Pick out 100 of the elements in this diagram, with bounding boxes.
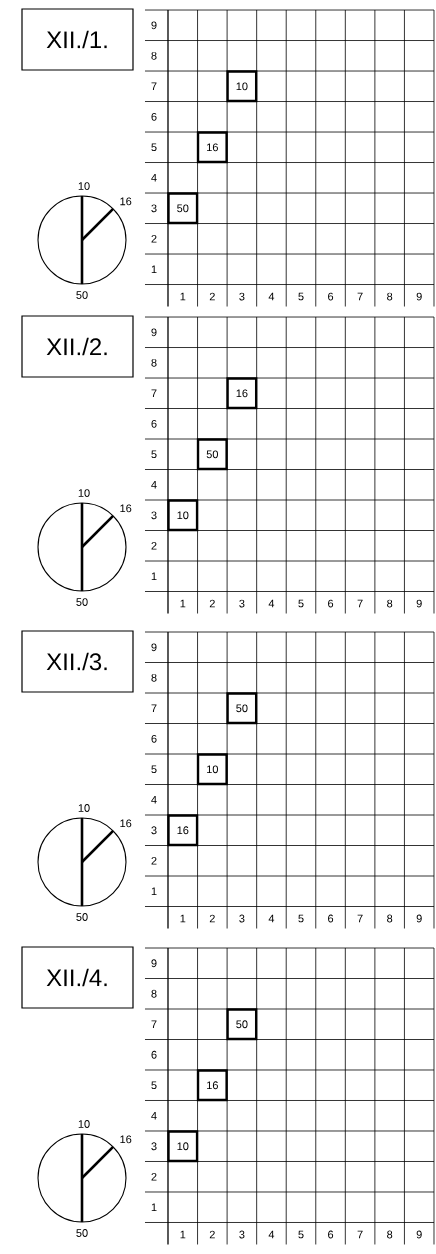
number-box: 16 (196, 131, 228, 164)
column-number: 2 (209, 599, 215, 608)
column-number: 8 (387, 599, 393, 608)
column-number: 2 (209, 914, 215, 923)
circle-label: 10 (78, 489, 90, 497)
title-box: XII./4. (21, 946, 134, 1009)
column-number: 2 (209, 292, 215, 301)
row-number: 6 (151, 734, 157, 743)
title-box: XII./1. (21, 8, 134, 71)
column-number: 4 (268, 914, 275, 923)
column-number: 3 (239, 599, 245, 608)
number-box: 50 (226, 692, 258, 725)
row-number: 8 (151, 358, 157, 367)
row-number: 2 (151, 856, 157, 865)
row-number: 8 (151, 989, 157, 998)
row-number: 8 (151, 673, 157, 682)
number-box: 16 (226, 377, 258, 410)
circle-label: 10 (78, 1120, 90, 1128)
circle-label: 10 (78, 804, 90, 812)
circle-label: 50 (76, 913, 88, 921)
column-number: 8 (387, 292, 393, 301)
column-number: 5 (298, 599, 304, 608)
column-number: 1 (180, 599, 186, 608)
number-box: 10 (226, 70, 258, 103)
number-box: 10 (167, 499, 199, 532)
title-box: XII./3. (21, 630, 134, 693)
row-number: 7 (151, 389, 157, 398)
column-number: 6 (328, 599, 334, 608)
row-number: 8 (151, 51, 157, 60)
circle-label: 50 (76, 598, 88, 606)
column-number: 7 (357, 914, 363, 923)
circle-label: 16 (120, 504, 132, 513)
row-number: 3 (151, 511, 157, 520)
number-box: 10 (196, 753, 228, 786)
column-number: 3 (239, 914, 245, 923)
row-number: 1 (151, 1203, 157, 1212)
column-number: 1 (180, 292, 186, 301)
number-box: 50 (196, 438, 228, 471)
circle-label: 16 (120, 197, 132, 206)
column-number: 7 (357, 599, 363, 608)
row-number: 2 (151, 541, 157, 550)
column-number: 1 (180, 1230, 186, 1239)
row-number: 4 (151, 481, 157, 489)
circle-label: 16 (120, 1135, 132, 1144)
row-number: 5 (151, 765, 157, 774)
row-number: 7 (151, 1020, 157, 1029)
number-box: 16 (167, 814, 199, 847)
column-number: 9 (416, 599, 422, 608)
column-number: 5 (298, 914, 304, 923)
row-number: 1 (151, 887, 157, 896)
title-box: XII./2. (21, 315, 134, 378)
circle-label: 10 (78, 182, 90, 190)
column-number: 9 (416, 914, 422, 923)
column-number: 4 (268, 292, 275, 301)
number-box: 10 (167, 1130, 199, 1163)
row-number: 6 (151, 419, 157, 428)
row-number: 1 (151, 265, 157, 274)
column-number: 8 (387, 914, 393, 923)
row-number: 6 (151, 112, 157, 121)
number-box: 50 (226, 1008, 258, 1041)
row-number: 3 (151, 1142, 157, 1151)
row-number: 9 (151, 328, 157, 337)
row-number: 9 (151, 21, 157, 30)
row-number: 7 (151, 704, 157, 713)
row-number: 5 (151, 143, 157, 152)
column-number: 9 (416, 292, 422, 301)
row-number: 5 (151, 1081, 157, 1090)
row-number: 9 (151, 959, 157, 968)
row-number: 6 (151, 1050, 157, 1059)
column-number: 7 (357, 1230, 363, 1239)
column-number: 1 (180, 914, 186, 923)
row-number: 5 (151, 450, 157, 459)
column-number: 9 (416, 1230, 422, 1239)
column-number: 3 (239, 292, 245, 301)
circle-label: 50 (76, 291, 88, 299)
row-number: 3 (151, 826, 157, 835)
column-number: 4 (268, 599, 275, 608)
column-number: 3 (239, 1230, 245, 1239)
row-number: 4 (151, 1112, 157, 1120)
row-number: 2 (151, 1172, 157, 1181)
number-box: 16 (196, 1069, 228, 1102)
row-number: 4 (151, 796, 157, 804)
column-number: 8 (387, 1230, 393, 1239)
row-number: 1 (151, 572, 157, 581)
column-number: 6 (328, 914, 334, 923)
row-number: 2 (151, 234, 157, 243)
number-box: 50 (167, 192, 199, 225)
column-number: 6 (328, 1230, 334, 1239)
column-number: 5 (298, 1230, 304, 1239)
circle-label: 50 (76, 1229, 88, 1237)
row-number: 3 (151, 204, 157, 213)
circle-label: 16 (120, 819, 132, 828)
row-number: 4 (151, 174, 157, 182)
column-number: 6 (328, 292, 334, 301)
column-number: 2 (209, 1230, 215, 1239)
column-number: 5 (298, 292, 304, 301)
row-number: 7 (151, 82, 157, 91)
column-number: 4 (268, 1230, 275, 1239)
column-number: 7 (357, 292, 363, 301)
row-number: 9 (151, 643, 157, 652)
